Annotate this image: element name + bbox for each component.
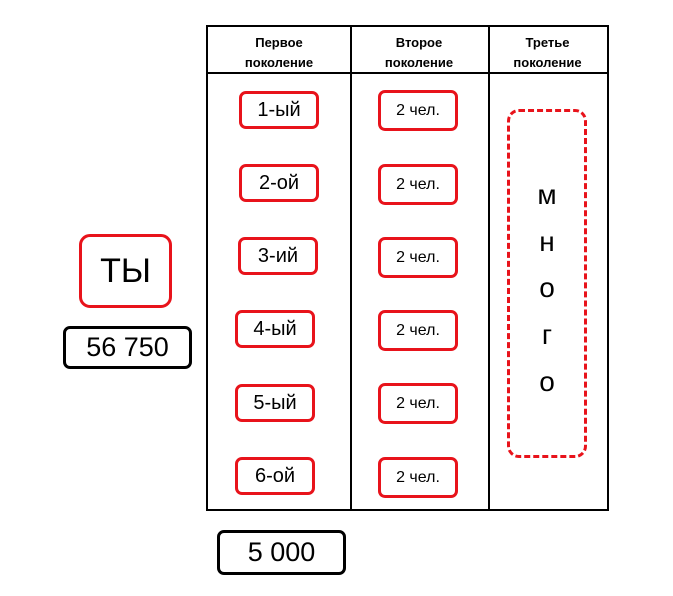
header-third-generation: Третье поколение [488,33,607,73]
second-generation-item: 2 чел. [378,90,458,131]
you-box: ТЫ [79,234,172,308]
header-second-line1: Второе [395,35,443,50]
second-generation-item: 2 чел. [378,383,458,424]
first-generation-item: 4-ый [235,310,315,348]
many-letter: н [539,226,555,257]
many-letter: о [539,272,555,303]
first-generation-total-box: 5 000 [217,530,346,575]
many-letter: г [541,319,553,350]
header-first-generation: Первое поколение [208,33,350,73]
many-letter: м [537,179,557,210]
header-second-line2: поколение [384,55,454,70]
header-first-line1: Первое [255,35,303,50]
header-third-line2: поколение [513,55,582,70]
first-generation-item: 6-ой [235,457,315,495]
many-letter: о [539,366,555,397]
header-first-line2: поколение [244,55,314,70]
first-generation-item: 2-ой [239,164,319,202]
second-generation-item: 2 чел. [378,457,458,498]
header-divider [208,72,607,74]
column-divider [350,27,352,509]
generations-table: Первое поколение Второе поколение Третье… [206,25,609,511]
second-generation-item: 2 чел. [378,164,458,205]
first-generation-item: 5-ый [235,384,315,422]
header-third-line1: Третье [525,35,570,50]
header-second-generation: Второе поколение [350,33,488,73]
column-divider [488,27,490,509]
third-generation-many: м н о г о [507,109,587,458]
second-generation-item: 2 чел. [378,237,458,278]
second-generation-item: 2 чел. [378,310,458,351]
first-generation-item: 1-ый [239,91,319,129]
first-generation-item: 3-ий [238,237,318,275]
you-value-box: 56 750 [63,326,192,369]
